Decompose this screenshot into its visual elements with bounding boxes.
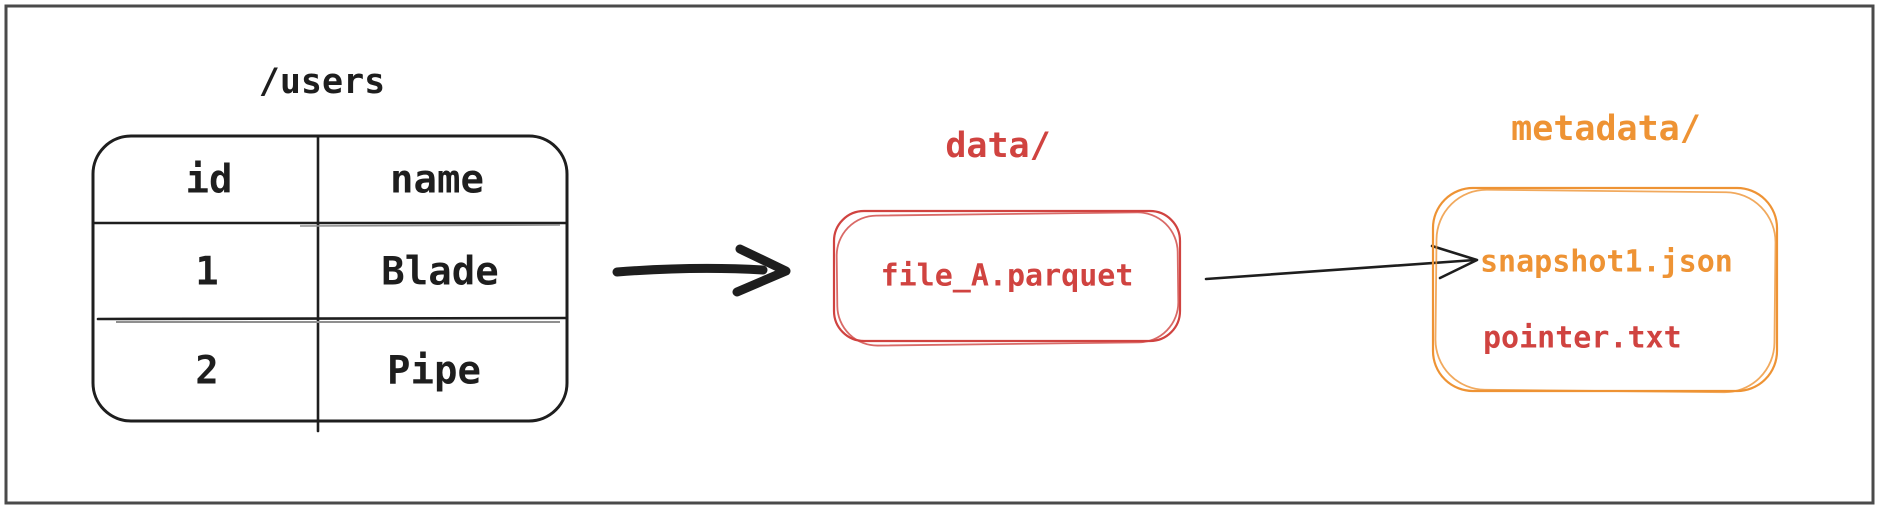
users-table-title: /users xyxy=(259,62,385,102)
users-table-cell-row2-name: Pipe xyxy=(387,349,481,394)
users-table-cell-row2-id: 2 xyxy=(195,349,218,394)
users-table: /users id name 1 Blade 2 Pipe xyxy=(91,62,569,433)
metadata-folder-file-snapshot: snapshot1.json xyxy=(1480,245,1733,280)
users-table-cell-row1-id: 1 xyxy=(195,250,218,295)
users-table-header-id: id xyxy=(186,158,233,203)
data-folder-box-sketch xyxy=(835,211,1180,347)
users-table-header-divider-sketch xyxy=(299,224,561,227)
users-table-row-divider xyxy=(96,316,568,321)
thin-arrow-head xyxy=(1430,244,1479,280)
data-folder-file: file_A.parquet xyxy=(881,259,1134,294)
bold-arrow xyxy=(612,244,791,297)
thin-arrow xyxy=(1204,244,1479,281)
metadata-folder-file-pointer: pointer.txt xyxy=(1483,321,1682,356)
data-folder: data/ file_A.parquet xyxy=(832,126,1182,347)
users-table-outline xyxy=(91,134,569,423)
users-table-cell-row1-name: Blade xyxy=(381,250,498,295)
metadata-folder-label: metadata/ xyxy=(1511,109,1701,149)
users-table-header-name: name xyxy=(390,158,484,203)
data-folder-box-outline xyxy=(832,209,1182,343)
bold-arrow-head xyxy=(732,244,791,297)
bold-arrow-shaft xyxy=(612,263,768,277)
metadata-folder-box-sketch xyxy=(1434,188,1777,394)
thin-arrow-shaft xyxy=(1204,258,1477,281)
metadata-folder: metadata/ snapshot1.json pointer.txt xyxy=(1431,109,1779,394)
data-folder-label: data/ xyxy=(945,126,1050,166)
